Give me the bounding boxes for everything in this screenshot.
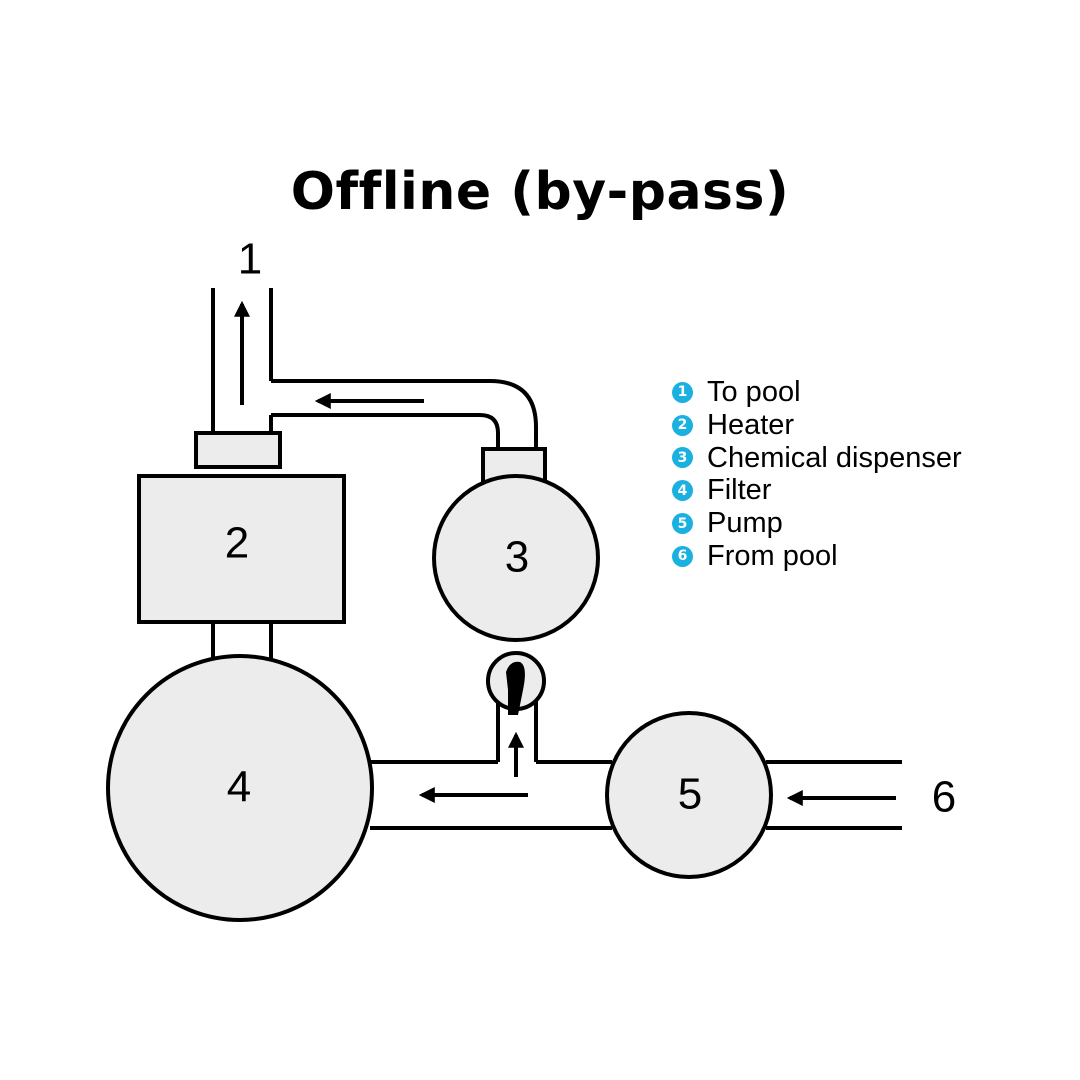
legend-label: Heater (707, 408, 795, 441)
legend-item: 1 To pool (672, 376, 962, 409)
legend-label: Chemical dispenser (707, 441, 962, 474)
label-chemical-dispenser: 3 (505, 533, 529, 582)
pump-circle (605, 711, 773, 879)
legend-item: 3 Chemical dispenser (672, 442, 962, 475)
valve-handle-icon (506, 661, 525, 715)
legend-badge: 1 (672, 381, 693, 403)
legend-label: To pool (707, 375, 801, 408)
legend-badge: 2 (672, 414, 693, 436)
label-from-pool: 6 (932, 773, 956, 822)
legend-badge: 5 (672, 513, 693, 535)
heater-top-fitting (194, 431, 282, 469)
label-to-pool: 1 (238, 235, 262, 284)
legend-badge: 6 (672, 545, 693, 567)
bypass-return-pipe-bottom (271, 413, 500, 450)
legend-badge: 4 (672, 480, 693, 502)
heater-box (137, 474, 346, 624)
filter-circle (106, 654, 374, 922)
legend-item: 2 Heater (672, 409, 962, 442)
legend-badge: 3 (672, 447, 693, 469)
legend-item: 6 From pool (672, 540, 962, 573)
legend-label: From pool (707, 539, 838, 572)
legend: 1 To pool 2 Heater 3 Chemical dispenser … (672, 376, 962, 573)
legend-item: 5 Pump (672, 507, 962, 540)
legend-label: Pump (707, 507, 783, 540)
chemical-dispenser-circle (432, 474, 600, 642)
label-filter: 4 (227, 763, 251, 812)
diagram-title: Offline (by-pass) (290, 162, 790, 222)
legend-item: 4 Filter (672, 474, 962, 507)
label-pump: 5 (678, 770, 702, 819)
bypass-return-pipe-top (271, 379, 538, 450)
legend-label: Filter (707, 474, 772, 507)
label-heater: 2 (225, 519, 249, 568)
